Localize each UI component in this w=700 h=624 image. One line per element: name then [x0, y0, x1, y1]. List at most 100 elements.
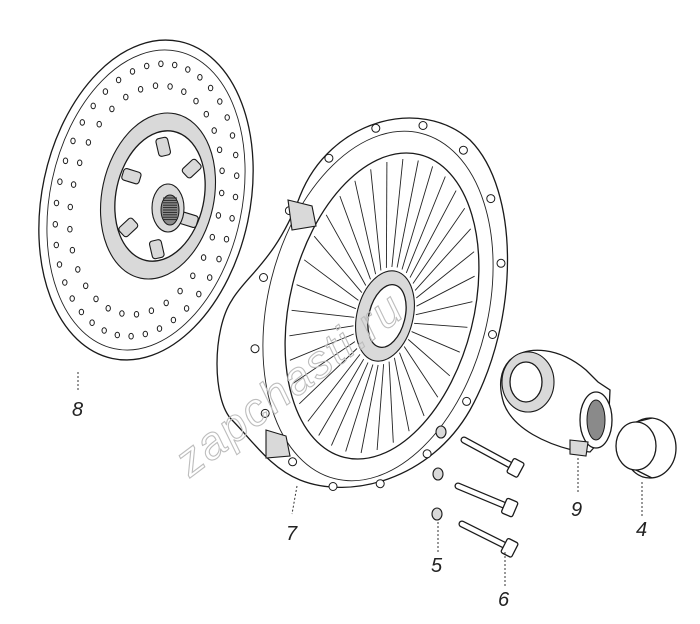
disc-rivet-hole	[70, 181, 77, 188]
cover-bolt-hole	[328, 482, 338, 491]
disc-rivet-hole	[200, 254, 207, 261]
diaphragm-finger	[296, 284, 357, 310]
disc-rivet-hole	[217, 98, 223, 105]
disc-rivet-hole	[185, 66, 191, 73]
diaphragm-finger	[307, 354, 361, 422]
diaphragm-finger	[393, 357, 410, 432]
disc-rivet-hole	[223, 235, 230, 243]
diaphragm-finger	[414, 322, 468, 328]
cover-bolt-hole	[250, 344, 260, 354]
cover-bolt-hole	[422, 449, 432, 459]
cover-bolt-hole	[496, 258, 506, 268]
cover-bolt-hole	[488, 330, 497, 339]
disc-rivet-hole	[224, 114, 230, 121]
diaphragm-finger	[291, 309, 355, 318]
disc-rivet-hole	[57, 178, 63, 185]
disc-rivet-hole	[216, 146, 223, 154]
cover-bolt-hole	[260, 408, 270, 418]
disc-rivet-hole	[211, 127, 217, 134]
diaphragm-finger	[405, 176, 446, 274]
damper-spring	[118, 217, 139, 238]
diaphragm-finger	[289, 325, 354, 337]
disc-rivet-hole	[156, 325, 163, 332]
disc-rivet-hole	[53, 199, 60, 207]
bolt-shank-highlight	[455, 483, 509, 509]
cover-bolt-hole	[462, 396, 472, 406]
disc-rivet-hole	[197, 74, 203, 81]
disc-rivet-hole	[56, 261, 63, 268]
cover-bolt-hole	[486, 194, 496, 204]
cover-bolt-hole	[371, 123, 381, 133]
callout-6: 6	[498, 589, 510, 611]
cover-bolt-hole	[259, 273, 268, 282]
disc-rivet-hole	[190, 272, 196, 280]
cover-bolt-hole	[418, 121, 428, 130]
release-bearing-part-9	[499, 349, 613, 457]
diaphragm-finger	[391, 158, 404, 268]
disc-rivet-hole	[123, 93, 129, 101]
disc-rivet-hole	[67, 225, 73, 233]
disc-rivet-hole	[148, 307, 155, 315]
diaphragm-finger	[289, 333, 354, 361]
disc-rivet-hole	[109, 105, 115, 113]
disc-rivet-hole	[193, 97, 199, 105]
diaphragm-finger	[415, 301, 473, 316]
disc-rivet-hole	[114, 331, 121, 339]
disc-rivet-hole	[137, 86, 144, 93]
bolts-part-6	[454, 436, 525, 558]
diaphragm-finger	[403, 346, 439, 398]
diaphragm-finger	[401, 166, 434, 270]
disc-rivet-hole	[216, 255, 222, 263]
diaphragm-finger	[388, 361, 394, 443]
disc-rivet-hole	[70, 137, 76, 145]
disc-rivet-hole	[85, 139, 92, 146]
disc-rivet-hole	[144, 62, 150, 70]
diaphragm-finger	[416, 275, 475, 307]
cover-bolt-hole	[324, 153, 334, 163]
disc-rivet-hole	[209, 233, 216, 241]
disc-rivet-hole	[142, 330, 149, 338]
diaphragm-finger	[409, 190, 457, 278]
disc-rivet-hole	[77, 159, 83, 167]
disc-rivet-hole	[219, 189, 225, 197]
disc-rivet-hole	[78, 308, 85, 316]
diaphragm-finger	[325, 214, 367, 286]
disc-rivet-hole	[233, 151, 239, 159]
callout-5: 5	[431, 555, 443, 577]
diaphragm-finger	[339, 195, 371, 280]
disc-rivet-hole	[207, 84, 214, 92]
disc-rivet-hole	[101, 327, 107, 334]
disc-rivet-hole	[62, 157, 69, 165]
disc-rivet-hole	[181, 88, 187, 95]
diaphragm-finger	[407, 339, 451, 377]
disc-rivet-hole	[203, 110, 210, 118]
disc-rivet-hole	[129, 68, 136, 75]
disc-rivet-hole	[219, 167, 225, 175]
callout-7: 7	[286, 523, 298, 545]
diaphragm-finger	[411, 331, 460, 353]
disc-rivet-hole	[67, 203, 74, 211]
disc-rivet-hole	[90, 102, 96, 110]
callout-8: 8	[72, 399, 83, 421]
ring-part-4	[615, 417, 677, 479]
disc-rivet-hole	[62, 279, 68, 286]
disc-rivet-hole	[102, 88, 109, 95]
diaphragm-finger	[399, 352, 425, 417]
bolt-shank-highlight	[461, 437, 515, 469]
damper-spring	[148, 239, 165, 260]
disc-rivet-hole	[170, 316, 177, 324]
disc-rivet-hole	[89, 319, 95, 327]
damper-spring	[121, 168, 142, 185]
disc-rivet-hole	[69, 246, 76, 254]
disc-rivet-hole	[128, 332, 134, 340]
callout-4: 4	[636, 519, 647, 541]
damper-spring	[181, 158, 202, 179]
disc-rivet-hole	[119, 310, 125, 317]
diaphragm-finger	[303, 259, 359, 301]
diaphragm-finger	[313, 235, 363, 293]
damper-spring	[155, 136, 172, 157]
disc-rivet-hole	[234, 172, 240, 179]
diaphragm-finger	[298, 348, 358, 405]
diaphragm-finger	[416, 251, 475, 299]
disc-rivet-hole	[163, 299, 169, 307]
